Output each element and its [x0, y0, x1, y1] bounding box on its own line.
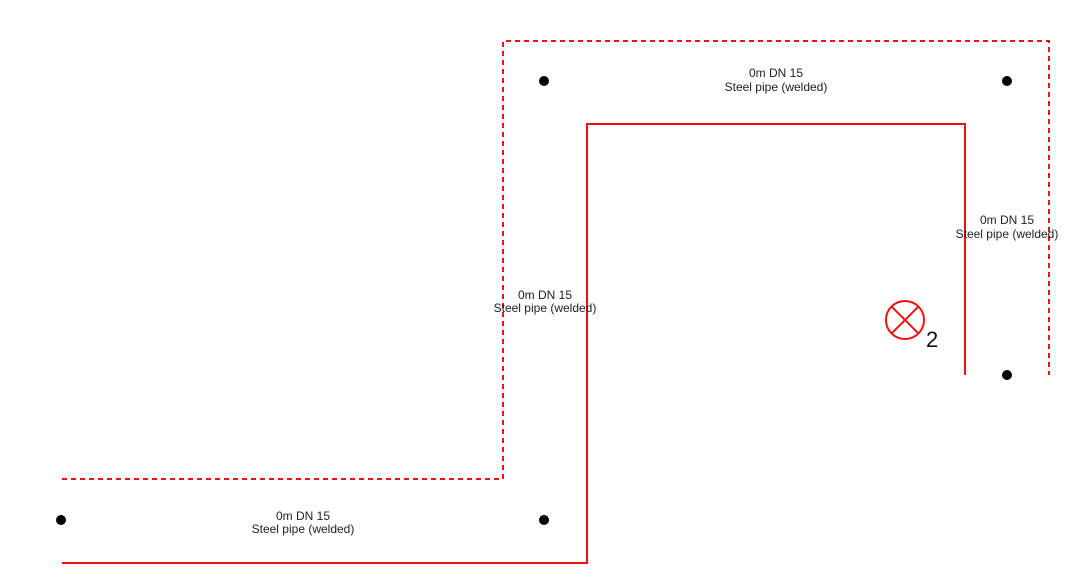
segment-material-text: Steel pipe (welded): [494, 301, 597, 315]
node-dot[interactable]: [1002, 370, 1012, 380]
segment-label-top: 0m DN 15 Steel pipe (welded): [725, 66, 828, 94]
pipe-run-line[interactable]: [62, 123, 966, 564]
segment-label-middle: 0m DN 15 Steel pipe (welded): [494, 288, 597, 315]
segment-material-text: Steel pipe (welded): [725, 80, 828, 94]
node-dot[interactable]: [539, 76, 549, 86]
segment-label-bottom: 0m DN 15 Steel pipe (welded): [252, 509, 355, 536]
node-dot[interactable]: [56, 515, 66, 525]
node-dot[interactable]: [1002, 76, 1012, 86]
segment-label-right: 0m DN 15 Steel pipe (welded): [956, 213, 1059, 241]
segment-length-text: 0m DN 15: [980, 213, 1034, 227]
marker-number-label: 2: [926, 327, 938, 352]
segment-length-text: 0m DN 15: [518, 288, 572, 302]
segment-length-text: 0m DN 15: [749, 66, 803, 80]
valve-cross-icon[interactable]: [885, 300, 925, 340]
segment-material-text: Steel pipe (welded): [956, 227, 1059, 241]
dashed-boundary-line: [62, 40, 1050, 480]
segment-material-text: Steel pipe (welded): [252, 522, 355, 536]
node-dot[interactable]: [539, 515, 549, 525]
segment-length-text: 0m DN 15: [276, 509, 330, 523]
